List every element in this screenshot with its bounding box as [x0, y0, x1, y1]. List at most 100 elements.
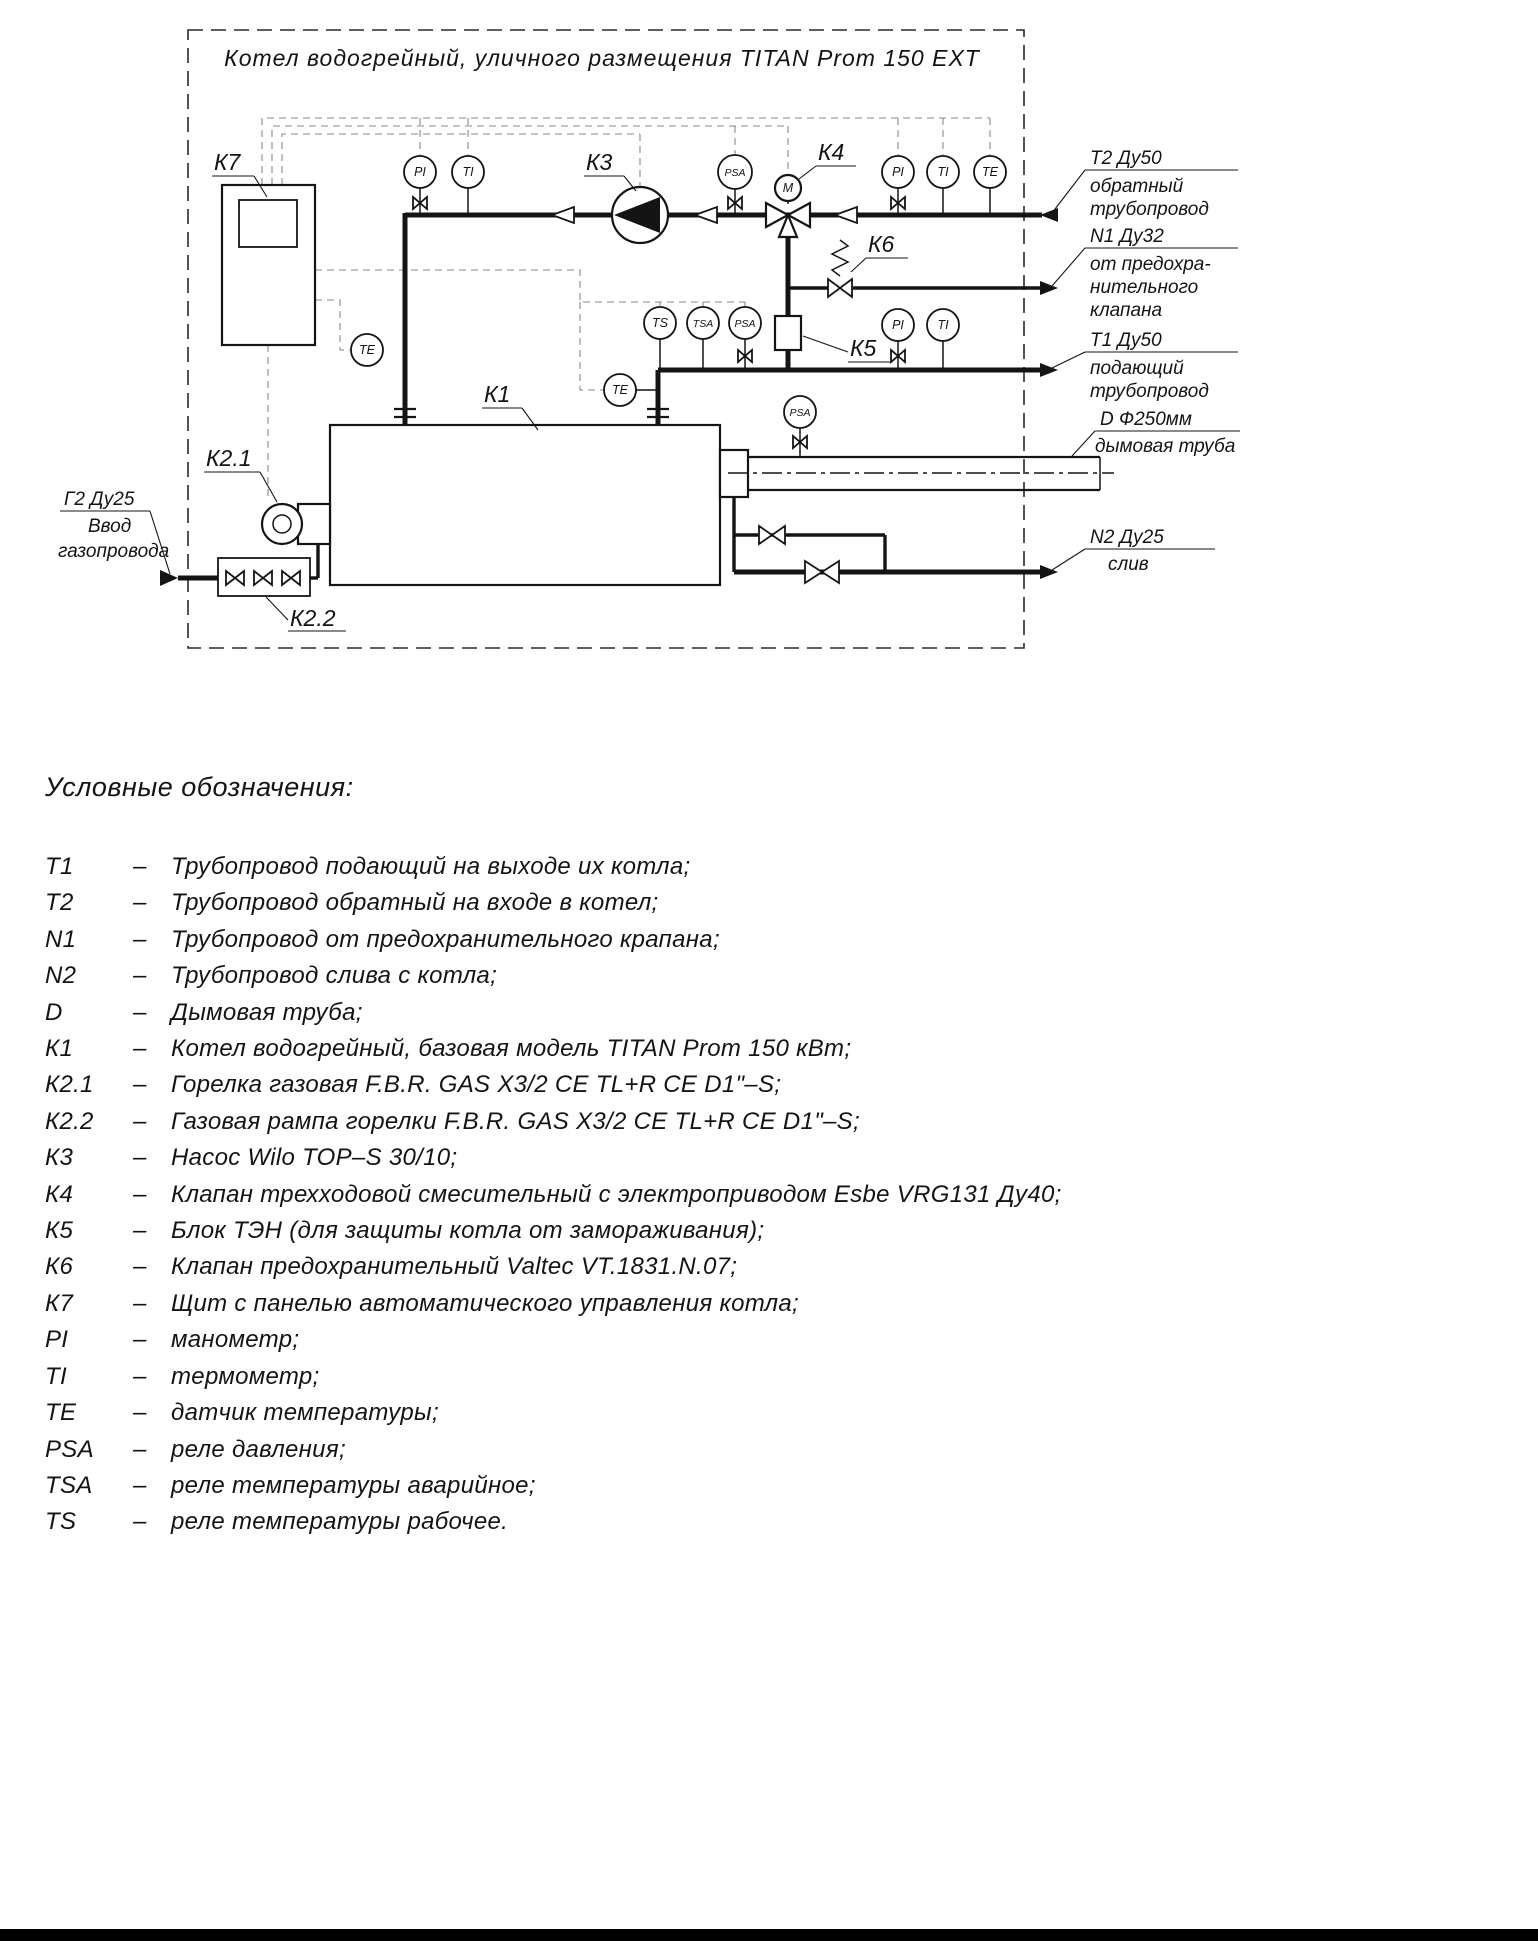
relay-psa: PSA: [783, 395, 817, 429]
legend-item: К2.1 – Горелка газовая F.B.R. GAS X3/2 C…: [45, 1067, 1510, 1103]
instrument-label: PSA: [789, 407, 810, 419]
instrument-stems: [419, 188, 991, 457]
pipe-label-g2: газопровода: [58, 541, 169, 562]
gauge-valve-icon: [890, 195, 906, 211]
legend-item-dash: –: [133, 1180, 147, 1208]
legend-item-code: К1: [45, 1035, 74, 1063]
legend-item: N2 – Трубопровод слива с котла;: [45, 958, 1510, 994]
legend-heading: Условные обозначения:: [45, 772, 354, 802]
legend-item-code: Т2: [45, 889, 74, 917]
control-panel-k7: [220, 183, 317, 347]
instrument-label: TE: [982, 165, 999, 179]
relay-tsa: TSA: [686, 306, 720, 340]
pump-impeller-icon: [614, 197, 660, 233]
k1-label: К1: [484, 381, 510, 407]
k2-1-label: К2.1: [206, 445, 252, 471]
legend-item-desc: Трубопровод от предохранительного крапан…: [171, 925, 720, 953]
legend-item-code: Т1: [45, 853, 74, 880]
pipe-label-n2: N2 Ду25: [1090, 527, 1164, 548]
legend-item: TE – датчик температуры;: [45, 1395, 1510, 1431]
pipe-label-n1: N1 Ду32: [1090, 226, 1164, 247]
instrument-label: TI: [462, 165, 474, 179]
legend-item-desc: Клапан предохранительный Valtec VT.1831.…: [171, 1253, 738, 1281]
instrument-label: PI: [414, 165, 426, 179]
legend-item: PI – манометр;: [45, 1322, 1510, 1358]
legend-item-code: N1: [45, 925, 77, 953]
legend-item-desc: Газовая рампа горелки F.B.R. GAS X3/2 CE…: [171, 1107, 860, 1135]
safety-valve-k6: [827, 239, 853, 299]
legend-item-desc: реле температуры аварийное;: [171, 1471, 536, 1499]
instrument-label: TI: [937, 165, 949, 179]
instrument-label: PI: [892, 318, 904, 332]
actuator-m-label: M: [783, 181, 794, 195]
flow-arrow: [692, 205, 718, 225]
pipe-label-t2: Т2 Ду50: [1090, 148, 1162, 169]
pipe-label-t1: подающий: [1090, 358, 1184, 379]
legend-item-dash: –: [133, 1362, 147, 1390]
k6-label: К6: [868, 231, 895, 257]
legend-item-dash: –: [133, 1508, 147, 1536]
pipe-label-n1: от предохра-: [1090, 254, 1211, 275]
legend-item-dash: –: [133, 1217, 147, 1245]
legend-item-dash: –: [133, 1071, 147, 1099]
chimney-d: [718, 448, 1114, 499]
gas-valve-icon: [225, 569, 245, 587]
legend-item-dash: –: [133, 1289, 147, 1317]
legend-item-code: TS: [45, 1508, 77, 1536]
legend-item: К1 – Котел водогрейный, базовая модель T…: [45, 1031, 1510, 1067]
sensor-te: TE: [603, 373, 637, 407]
actuator-icon: [773, 173, 803, 203]
boiler-k1: [328, 423, 722, 587]
boiler-piping-diagram: Котел водогрейный, уличного размещения T…: [58, 29, 1240, 649]
legend-item-dash: –: [133, 1107, 147, 1135]
flow-arrow: [549, 205, 575, 225]
three-way-valve-k4: [764, 173, 812, 239]
gauge-valve-icon: [412, 195, 428, 211]
legend-item-dash: –: [133, 1035, 147, 1063]
legend-item: К6 – Клапан предохранительный Valtec VT.…: [45, 1249, 1510, 1285]
k7-label: К7: [214, 149, 242, 175]
legend-item: TSA – реле температуры аварийное;: [45, 1468, 1510, 1504]
legend-item: TS – реле температуры рабочее.: [45, 1504, 1510, 1540]
legend-item-dash: –: [133, 1144, 147, 1172]
k5-label: К5: [850, 335, 877, 361]
component-labels: К7 К3 К4 К6 К5 К1 К2.1: [204, 139, 908, 632]
instrument-label: TI: [937, 318, 949, 332]
legend-item-desc: реле давления;: [171, 1435, 346, 1463]
legend-item-code: К2.1: [45, 1071, 94, 1099]
heater-block-k5: [773, 314, 803, 352]
gas-valve-icon: [281, 569, 301, 587]
legend-item-code: TSA: [45, 1471, 93, 1499]
sensor-te: TE: [973, 155, 1007, 189]
gauge-pi: PI: [403, 155, 437, 189]
gas-ramp-k2-2: [217, 557, 311, 597]
legend-item-desc: манометр;: [171, 1326, 300, 1354]
legend-item-desc: Насос Wilo TOP–S 30/10;: [171, 1144, 458, 1172]
legend-item-dash: –: [133, 962, 147, 990]
diagram-title: Котел водогрейный, уличного размещения T…: [224, 45, 981, 71]
instrument-label: PI: [892, 165, 904, 179]
spring-icon: [830, 239, 850, 277]
gauge-valve-icon: [792, 434, 808, 450]
gauge-valve-icon: [737, 348, 753, 364]
shutoff-valve-icon: [804, 559, 840, 585]
legend-item: N1 – Трубопровод от предохранительного к…: [45, 922, 1510, 958]
legend-item-dash: –: [133, 1435, 147, 1463]
legend-item-code: К2.2: [45, 1107, 94, 1135]
legend-item-desc: Дымовая труба;: [171, 998, 363, 1026]
pipe-label-n1: клапана: [1090, 300, 1162, 321]
gauge-valves: [412, 195, 906, 450]
t1-boundary-arrow: [1040, 363, 1058, 377]
shutoff-valve-icon: [758, 524, 786, 546]
legend-item: Т1 – Трубопровод подающий на выходе их к…: [45, 849, 1510, 885]
gauge-ti: TI: [926, 308, 960, 342]
gas-valve-icon: [253, 569, 273, 587]
instrument-label: PSA: [734, 318, 755, 330]
legend-item-desc: датчик температуры;: [171, 1399, 439, 1427]
burner-k2-1: [260, 502, 332, 546]
pipe-labels: Т2 Ду50 обратный трубопровод N1 Ду32 от …: [58, 148, 1240, 575]
legend-item-dash: –: [133, 1471, 147, 1499]
drain-valves: [758, 524, 840, 585]
legend-item: TI – термометр;: [45, 1359, 1510, 1395]
